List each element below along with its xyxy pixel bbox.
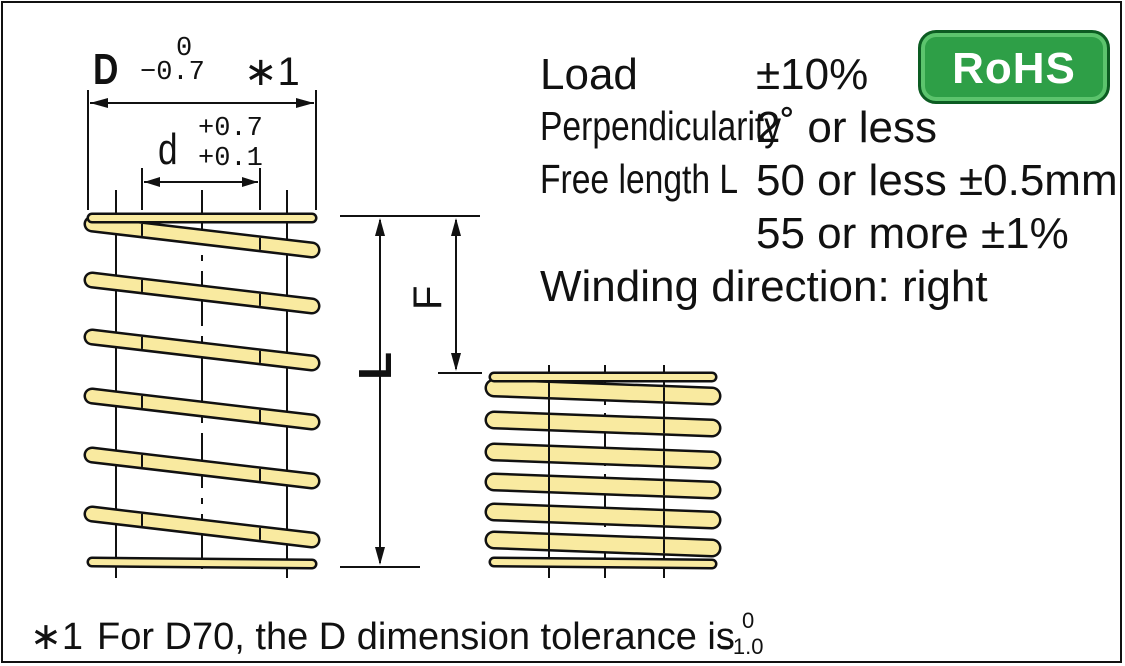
compressed-coil-5	[487, 505, 719, 527]
D-label: D	[93, 45, 119, 94]
footnote-tolerance-lower: −1.0	[720, 634, 764, 659]
free-coil-1	[86, 218, 318, 256]
D-arrow-left	[90, 98, 108, 108]
spec-free-length-value-2: 55 or more ±1%	[756, 209, 1069, 258]
free-coil-3	[86, 331, 318, 369]
d-arrow-left	[144, 177, 160, 187]
free-coil-2	[86, 274, 318, 312]
free-coil-6	[86, 508, 318, 546]
D-tolerance-lower: −0.7	[140, 58, 205, 88]
compressed-coil-bottom-end	[491, 559, 715, 567]
L-label: L	[349, 351, 401, 380]
F-arrow-bottom	[451, 353, 461, 371]
free-coil-4	[86, 390, 318, 428]
d-arrow-right	[242, 177, 258, 187]
compressed-coil-4	[487, 475, 719, 497]
L-arrow-top	[375, 218, 385, 236]
free-coil-5	[86, 449, 318, 487]
spec-winding-direction: Winding direction: right	[540, 262, 988, 311]
rohs-badge: RoHS	[918, 30, 1110, 104]
F-arrow-top	[451, 218, 461, 236]
free-spring-coils	[83, 212, 321, 570]
D-tolerance-upper: 0	[176, 34, 193, 64]
footnote-text: For D70, the D dimension tolerance is	[97, 616, 735, 658]
spec-perpendicularity-value: 2˚ or less	[756, 103, 937, 152]
spec-free-length-label: Free length L	[540, 156, 739, 202]
d-label: d	[158, 125, 178, 174]
free-coil-bottom-end	[89, 559, 315, 567]
D-note-mark: ∗1	[244, 50, 300, 94]
compressed-coil-6	[487, 533, 719, 555]
F-label: F	[406, 285, 450, 310]
D-arrow-right	[296, 98, 314, 108]
footnote-mark: ∗1	[30, 616, 83, 658]
compressed-spring-coils	[484, 371, 722, 570]
spec-load-value: ±10%	[756, 50, 869, 99]
footnote-tolerance-upper: 0	[742, 608, 755, 633]
d-tolerance-lower: +0.1	[198, 144, 263, 174]
d-tolerance-upper: +0.7	[198, 114, 263, 144]
rohs-badge-text: RoHS	[952, 44, 1076, 93]
L-arrow-bottom	[375, 547, 385, 565]
compressed-coil-1	[487, 381, 719, 403]
compressed-coil-3	[487, 445, 719, 467]
spec-load-label: Load	[540, 50, 638, 99]
spec-perpendicularity-label: Perpendicularity	[540, 103, 782, 149]
spec-free-length-value-1: 50 or less ±0.5mm	[756, 156, 1118, 205]
compressed-coil-2	[487, 413, 719, 435]
